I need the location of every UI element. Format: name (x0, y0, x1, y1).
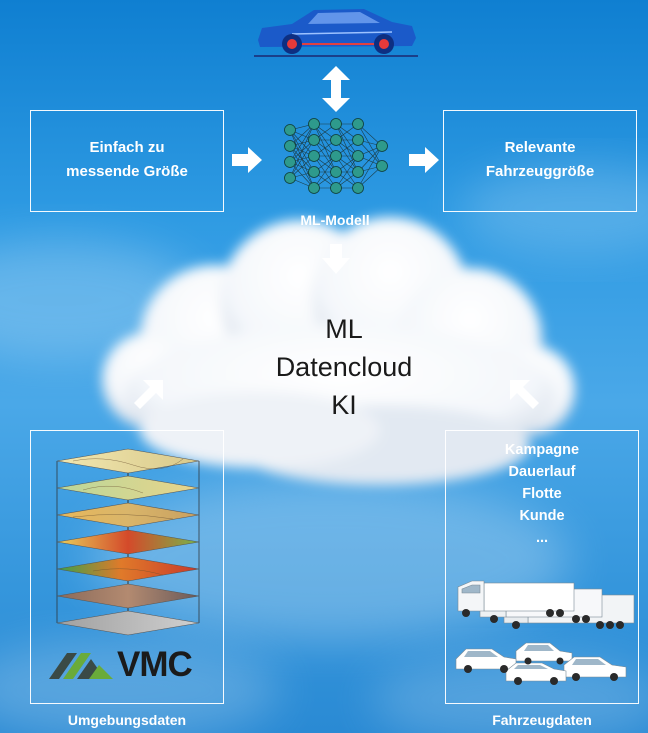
output-box-line-2: Fahrzeuggröße (485, 163, 595, 180)
arrow-right-icon (232, 147, 262, 173)
input-box-line-2: messende Größe (66, 163, 188, 180)
vehicle-data-list: Kampagne Dauerlauf Flotte Kunde ... (446, 439, 638, 549)
input-box-line-1: Einfach zu (89, 139, 165, 156)
map-layers-icon (56, 448, 200, 636)
vehicle-data-caption: Fahrzeugdaten (492, 712, 592, 728)
output-variable-box: Relevante Fahrzeuggröße (443, 110, 637, 212)
arrow-up-right-icon (134, 380, 163, 409)
cars-icon (455, 642, 627, 685)
vmc-logo-icon (49, 653, 113, 679)
vmc-logo-text: VMC (117, 645, 193, 684)
environment-caption: Umgebungsdaten (67, 712, 187, 728)
neural-network-icon (284, 118, 388, 194)
vehicle-data-item: Kampagne (504, 442, 580, 458)
vehicle-data-item: Flotte (522, 486, 562, 502)
arrow-right-icon (409, 147, 439, 173)
vehicle-data-item: ... (535, 530, 549, 546)
arrow-up-left-icon (510, 380, 539, 409)
output-box-line-1: Relevante (504, 139, 576, 156)
environment-data-box: VMC (30, 430, 224, 704)
cloud-label: ML Datencloud KI (234, 310, 454, 424)
vehicle-data-item: Kunde (519, 508, 565, 524)
double-arrow-icon (322, 66, 350, 112)
model-label: ML-Modell (300, 212, 370, 228)
trucks-icon (457, 580, 635, 629)
cloud-line-1: ML (325, 314, 363, 344)
arrow-down-icon (322, 244, 350, 274)
car-icon (254, 9, 418, 57)
cloud-line-2: Datencloud (275, 352, 413, 382)
vehicle-data-item: Dauerlauf (508, 464, 576, 480)
cloud-line-3: KI (331, 390, 357, 420)
vehicle-data-box: Kampagne Dauerlauf Flotte Kunde ... (445, 430, 639, 704)
input-variable-box: Einfach zu messende Größe (30, 110, 224, 212)
